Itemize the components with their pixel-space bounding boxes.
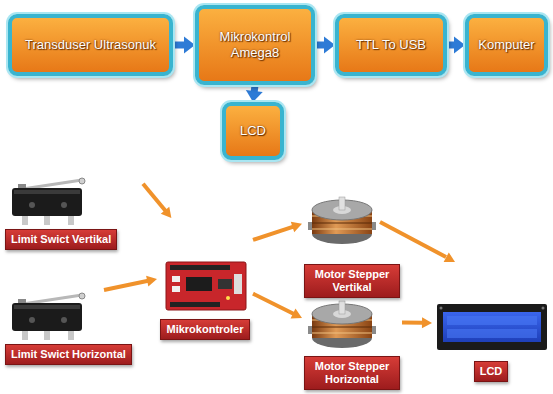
board-picture [172,276,180,282]
component-block: Limit Swict Vertikal [5,178,143,250]
board-picture [172,286,180,292]
lcd-picture [440,307,443,310]
component-block: Limit Swict Horizontal [5,290,155,365]
arrow-head [291,309,302,319]
output-arrow [380,222,455,262]
component-label: Limit Swict Horizontal [5,344,132,365]
process-box: TTL To USB [335,14,447,76]
lcd-picture [447,329,537,338]
arrow-shaft [402,321,423,325]
stepper-motor-picture [308,197,376,244]
flow-arrow [143,184,171,218]
output-arrow [444,252,455,262]
lcd-picture [443,312,541,342]
flow-arrow [402,317,432,328]
component-label: Mikrokontroler [160,319,249,340]
arrow-shaft [253,294,294,314]
flow-arrow [253,222,302,240]
flow-arrow [104,276,157,290]
flow-arrow [253,294,302,319]
arrow-shaft [447,42,455,49]
arrow-shaft [173,42,185,49]
box-label: Transduser Ultrasonuk [25,37,156,53]
lcd-picture [542,307,545,310]
arrow-head [454,37,465,54]
board-picture [186,277,212,291]
process-box: Komputer [465,14,548,76]
board-picture [234,274,242,294]
arrow-shaft [253,227,293,240]
board-picture [226,296,230,300]
arrow-head [422,317,432,328]
component-label: Motor Stepper Horizontal [304,356,400,390]
stepper-motor-picture [308,301,376,348]
component-block: Motor Stepper Horizontal [302,300,402,390]
arrow-shaft [104,281,148,290]
arrow-head [146,276,157,287]
limit-switch-picture [12,293,85,340]
limit-switch-picture [12,178,85,225]
limit-switch-picture [12,293,85,340]
arrow-head [291,222,302,232]
box-label: Mikrokontrol Amega8 [205,29,305,62]
flow-arrow [246,85,263,102]
flow-arrow [447,37,465,54]
flow-arrow [315,37,335,54]
board-picture [170,265,230,270]
component-block: LCD [432,300,550,382]
process-box: Mikrokontrol Amega8 [195,5,315,85]
component-label: LCD [474,361,509,382]
arrow-shaft [143,184,166,211]
arrow-head [161,207,172,218]
lcd-picture [437,304,547,350]
stepper-motor-picture [308,301,376,348]
board-picture [170,302,220,307]
component-label: Limit Swict Vertikal [5,229,117,250]
process-box: Transduser Ultrasonuk [8,14,173,76]
arrow-shaft [315,42,325,49]
arrow-head [184,37,195,54]
board-picture [218,279,232,289]
stepper-motor-picture [308,197,376,244]
box-label: Komputer [478,37,534,53]
component-label: Motor Stepper Vertikal [304,264,400,298]
component-block: Motor Stepper Vertikal [302,192,402,298]
flow-arrow [173,37,195,54]
lcd-picture [447,316,537,325]
limit-switch-picture [12,178,85,225]
process-box: LCD [222,102,284,160]
box-label: LCD [240,123,266,139]
board-picture [166,262,246,310]
board-picture [166,262,246,310]
output-arrow [380,222,446,257]
component-block: Mikrokontroler [157,218,253,340]
lcd-picture [437,304,547,350]
box-label: TTL To USB [356,37,426,53]
arrow-head [246,90,263,102]
arrow-head [324,37,335,54]
